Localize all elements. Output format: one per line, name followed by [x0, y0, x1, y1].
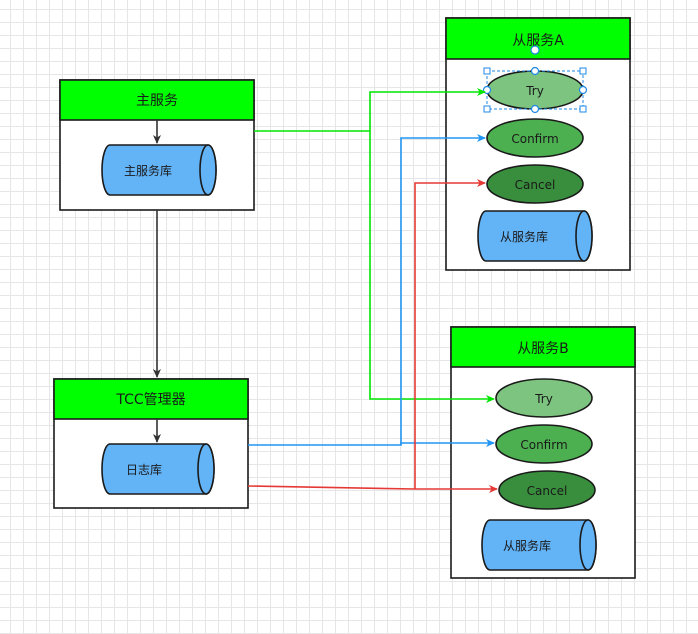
slave-b-cancel-label: Cancel	[527, 484, 568, 498]
tcc-manager-title: TCC管理器	[115, 392, 185, 408]
try-arrow-slave-b[interactable]	[369, 131, 495, 403]
slave-b-header	[450, 326, 636, 368]
slave-a-title: 从服务A	[512, 33, 564, 49]
slave-a-confirm-node[interactable]: Confirm	[486, 118, 584, 158]
slave-b-db[interactable]: 从服务库	[481, 519, 597, 571]
confirm-arrow-slave-a[interactable]	[248, 134, 486, 446]
connect-handle-right[interactable]	[578, 85, 588, 95]
slave-a-db[interactable]: 从服务库	[477, 210, 593, 262]
main-service-db[interactable]: 主服务库	[101, 144, 217, 196]
selection-handles[interactable]	[482, 45, 588, 114]
rotate-handle[interactable]	[530, 45, 540, 55]
resize-handle-se[interactable]	[579, 105, 587, 113]
slave-a-cancel-label: Cancel	[515, 178, 556, 192]
slave-a-try-label: Try	[525, 84, 544, 98]
slave-a-box[interactable]: 从服务A Try Confirm Cancel	[445, 17, 631, 271]
slave-a-cancel-node[interactable]: Cancel	[486, 164, 584, 204]
try-arrow-slave-a[interactable]	[254, 88, 486, 132]
slave-a-db-label: 从服务库	[500, 229, 548, 244]
slave-b-try-label: Try	[534, 392, 553, 406]
tcc-manager-db-label: 日志库	[126, 462, 162, 477]
slave-a-try-node[interactable]: Try	[486, 70, 584, 110]
tcc-manager-box[interactable]: TCC管理器 日志库	[53, 378, 249, 509]
slave-b-title: 从服务B	[517, 341, 569, 357]
slave-b-confirm-node[interactable]: Confirm	[495, 424, 593, 464]
confirm-arrow-slave-b[interactable]	[400, 439, 495, 447]
tcc-manager-header	[53, 378, 249, 420]
main-service-box[interactable]: 主服务 主服务库	[59, 79, 255, 211]
slave-a-confirm-label: Confirm	[511, 132, 558, 146]
slave-b-confirm-label: Confirm	[520, 438, 567, 452]
resize-handle-sw[interactable]	[483, 105, 491, 113]
slave-b-cancel-node[interactable]: Cancel	[498, 470, 596, 510]
slave-b-db-label: 从服务库	[503, 538, 551, 553]
resize-handle-ne[interactable]	[579, 67, 587, 75]
connect-handle-bottom[interactable]	[530, 104, 540, 114]
main-service-header	[59, 79, 255, 121]
main-service-title: 主服务	[136, 93, 178, 109]
cancel-arrow-slave-a[interactable]	[414, 179, 486, 489]
tcc-manager-db[interactable]: 日志库	[101, 443, 215, 495]
slave-b-try-node[interactable]: Try	[495, 378, 593, 418]
resize-handle-nw[interactable]	[483, 67, 491, 75]
main-service-db-label: 主服务库	[124, 163, 172, 178]
slave-b-box[interactable]: 从服务B Try Confirm Cancel 从服务库	[450, 326, 636, 579]
connect-handle-top[interactable]	[530, 66, 540, 76]
